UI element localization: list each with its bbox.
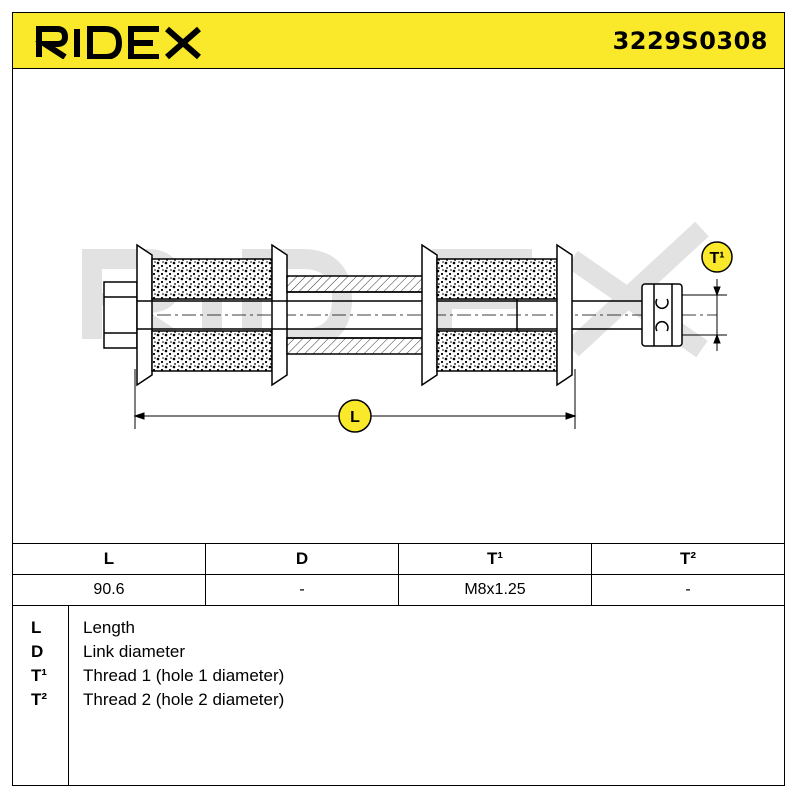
right-bushing-assembly xyxy=(421,243,573,387)
length-callout: L xyxy=(338,399,372,433)
legend-row: T² Thread 2 (hole 2 diameter) xyxy=(13,690,784,714)
legend-divider xyxy=(68,606,69,785)
specification-table: L D T¹ T² 90.6 - M8x1.25 - xyxy=(12,543,785,606)
left-bushing-assembly xyxy=(136,243,288,387)
spec-value-d: - xyxy=(205,574,399,606)
spec-header-d: D xyxy=(205,543,399,575)
spec-value-t1: M8x1.25 xyxy=(398,574,592,606)
legend-text: Thread 1 (hole 1 diameter) xyxy=(83,666,285,685)
spec-value-l: 90.6 xyxy=(12,574,206,606)
legend-row: T¹ Thread 1 (hole 1 diameter) xyxy=(13,666,784,690)
spec-header-t1: T¹ xyxy=(398,543,592,575)
svg-text:L: L xyxy=(350,409,360,426)
legend-key: D xyxy=(31,642,44,661)
legend-box: L Length D Link diameter T¹ Thread 1 (ho… xyxy=(12,606,785,786)
hex-nut xyxy=(641,283,683,347)
spec-value-t2: - xyxy=(591,574,785,606)
technical-drawing: T¹ L xyxy=(12,69,785,543)
legend-text: Link diameter xyxy=(83,642,186,661)
ridex-logo xyxy=(35,26,201,59)
bolt-head xyxy=(103,281,138,349)
spec-header-row: L D T¹ T² xyxy=(12,543,785,575)
legend-key: T¹ xyxy=(31,666,48,685)
spec-header-l: L xyxy=(12,543,206,575)
spec-value-row: 90.6 - M8x1.25 - xyxy=(12,574,785,606)
legend-key: T² xyxy=(31,690,48,709)
part-number: 3229S0308 xyxy=(612,27,768,55)
legend-text: Thread 2 (hole 2 diameter) xyxy=(83,690,285,709)
spec-header-t2: T² xyxy=(591,543,785,575)
legend-key: L xyxy=(31,618,42,637)
header-bar: 3229S0308 xyxy=(12,12,785,69)
legend-row: D Link diameter xyxy=(13,642,784,666)
stabilizer-link-drawing: T¹ L xyxy=(82,221,733,433)
legend-row: L Length xyxy=(13,618,784,642)
svg-text:T¹: T¹ xyxy=(709,250,724,267)
thread-callout: T¹ xyxy=(701,241,733,273)
legend-text: Length xyxy=(83,618,135,637)
thread-dimension xyxy=(682,279,727,351)
link-shaft xyxy=(137,295,642,335)
